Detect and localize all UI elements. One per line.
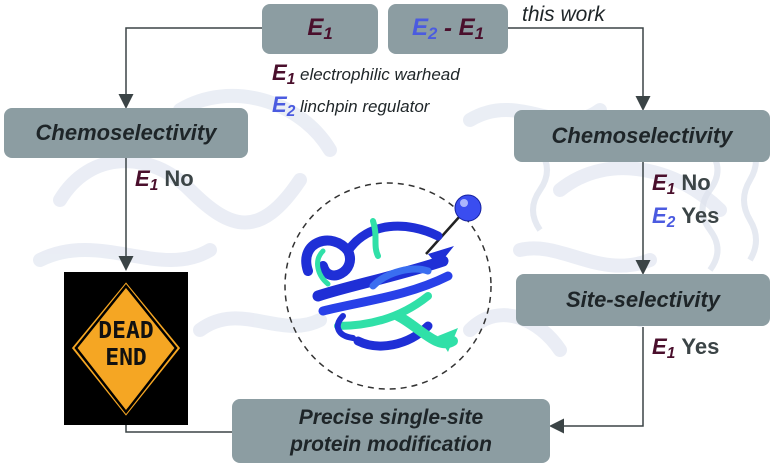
left-result-e1-no: E1 No (135, 166, 194, 194)
right-chemoselectivity-label: Chemoselectivity (551, 123, 733, 148)
right-result-e2-yes: E2 Yes (652, 203, 720, 231)
dead-end-sign: DEAD END (64, 272, 188, 425)
dash: - (437, 15, 459, 42)
legend-e1-text: electrophilic warhead (299, 65, 460, 84)
dead-end-diamond (68, 277, 184, 421)
e2-label: E2 (411, 13, 438, 44)
e1-box: E1 (262, 4, 378, 54)
left-chemoselectivity-box: Chemoselectivity (4, 108, 248, 158)
this-work-label: this work (522, 3, 605, 26)
precise-modification-box: Precise single-site protein modification (232, 399, 550, 463)
right-result-e1-no: E1 No (652, 170, 711, 198)
arrow-e1-to-left-chemoselectivity (118, 27, 262, 109)
legend-e2: E2 linchpin regulator (272, 92, 430, 120)
dead-end-text: DEAD END (64, 318, 188, 372)
arrow-e2e1-to-right-chemoselectivity (508, 27, 651, 111)
site-selectivity-box: Site-selectivity (516, 274, 770, 326)
dead-end-line2: END (105, 345, 147, 371)
protein-illustration (284, 182, 492, 390)
connector-dead-end-to-bottom (125, 425, 232, 433)
regulator-sphere (454, 194, 482, 222)
e2-e1-box: E2 - E1 (388, 4, 508, 54)
site-selectivity-label: Site-selectivity (565, 287, 721, 312)
left-chemoselectivity-label: Chemoselectivity (35, 120, 217, 145)
e1-box-label: E1 (307, 13, 333, 44)
right-chemoselectivity-box: Chemoselectivity (514, 110, 770, 162)
legend-e1: E1 electrophilic warhead (272, 60, 460, 88)
arrow-site-to-bottom (549, 327, 644, 434)
e1-label: E1 (458, 13, 485, 44)
precise-modification-line2: protein modification (290, 433, 492, 456)
dead-end-line1: DEAD (98, 318, 154, 344)
legend-e2-text: linchpin regulator (299, 97, 430, 116)
precise-modification-line1: Precise single-site (298, 406, 484, 429)
right-result-e1-yes: E1 Yes (652, 334, 720, 362)
